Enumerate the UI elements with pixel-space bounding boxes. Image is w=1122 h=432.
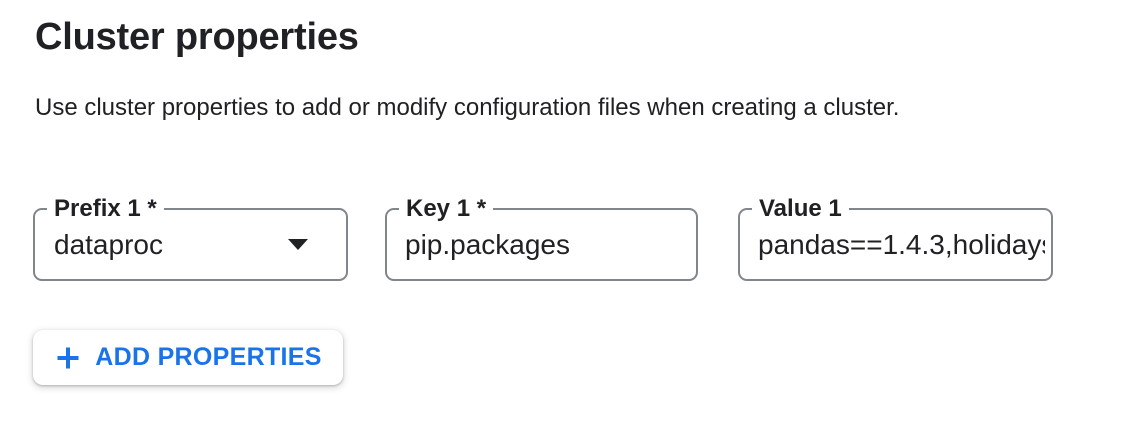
page-description: Use cluster properties to add or modify … — [35, 94, 900, 121]
prefix-select[interactable]: Prefix 1 * dataproc — [33, 196, 348, 281]
value-field: Value 1 — [738, 196, 1053, 281]
prefix-label: Prefix 1 * — [47, 196, 164, 222]
add-properties-button[interactable]: ADD PROPERTIES — [33, 330, 343, 385]
plus-icon — [57, 347, 79, 368]
prefix-selected-value: dataproc — [54, 228, 163, 260]
key-label: Key 1 * — [399, 196, 494, 222]
key-field: Key 1 * — [385, 196, 698, 281]
page-title: Cluster properties — [35, 16, 359, 58]
add-properties-label: ADD PROPERTIES — [95, 343, 322, 371]
chevron-down-icon — [288, 239, 308, 250]
value-label: Value 1 — [752, 196, 849, 222]
